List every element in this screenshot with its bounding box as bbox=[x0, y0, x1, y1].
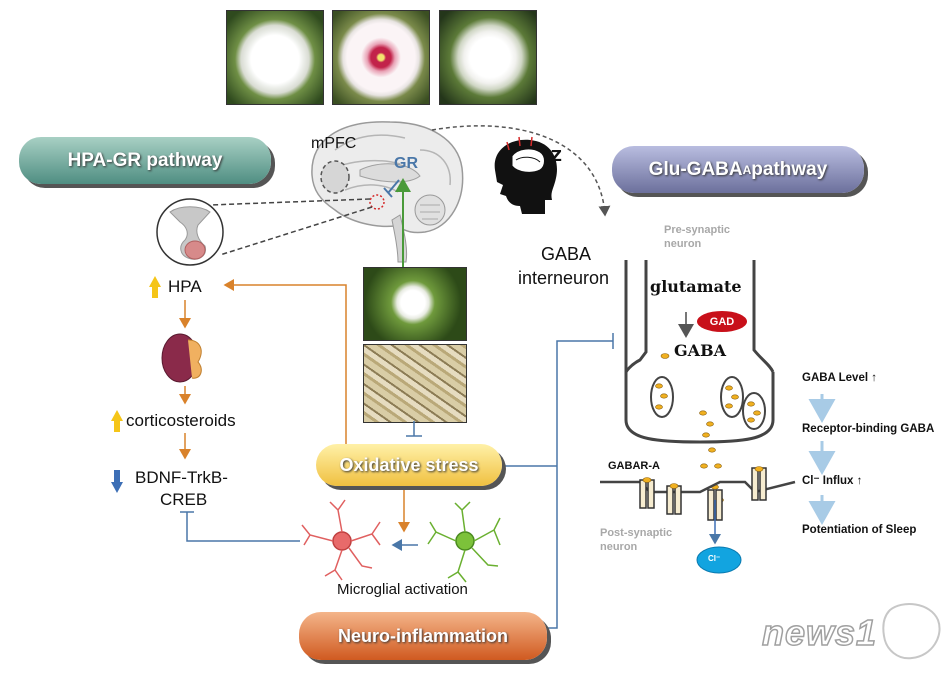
dashed-link-lower bbox=[219, 206, 373, 256]
news1-watermark: news1 bbox=[761, 611, 878, 654]
step-receptor-binding: Receptor-binding GABA bbox=[802, 423, 935, 435]
postsynaptic-label-1: Post-synaptic bbox=[600, 527, 673, 539]
microglial-activation-label: Microglial activation bbox=[337, 581, 468, 598]
presynaptic-wall-left bbox=[624, 260, 648, 378]
cl-ion-label: Cl⁻ bbox=[708, 554, 721, 563]
gad-label: GAD bbox=[709, 315, 735, 328]
hpa-gr-pathway-pill: HPA-GR pathway bbox=[19, 137, 271, 184]
hpa-up-arrow bbox=[149, 276, 161, 298]
oxidative-stress-pill: Oxidative stress bbox=[316, 444, 502, 486]
presynaptic-label-1: Pre-synaptic bbox=[664, 224, 731, 236]
dashed-link-upper bbox=[209, 198, 371, 206]
gabar-a-label: GABAR-A bbox=[608, 460, 660, 472]
corticosteroids-up-arrow bbox=[111, 410, 123, 432]
glu-gaba-label: Glu-GABA bbox=[648, 158, 743, 180]
mpfc-region bbox=[320, 160, 350, 194]
vesicle bbox=[742, 392, 766, 430]
step-gaba-level: GABA Level ↑ bbox=[802, 372, 877, 384]
gad-enzyme-badge: GAD bbox=[697, 311, 747, 332]
step-cl-influx: Cl⁻ Influx ↑ bbox=[802, 475, 863, 487]
gabar-a-receptors bbox=[639, 467, 767, 521]
brain-illustration bbox=[311, 121, 464, 263]
microglia-to-bdnf-line bbox=[186, 512, 300, 542]
hpa-label: HPA bbox=[168, 277, 202, 296]
news1-watermark-logo bbox=[882, 603, 941, 660]
step-potentiation-sleep: Potentiation of Sleep bbox=[802, 524, 917, 536]
corticosteroids-label: corticosteroids bbox=[126, 411, 236, 430]
gaba-label: GABA bbox=[674, 341, 727, 360]
inflammation-to-gaba-line bbox=[548, 466, 558, 629]
oxidative-to-hpa-arrow bbox=[223, 279, 347, 447]
gaba-molecules bbox=[655, 353, 761, 503]
activated-microglia bbox=[301, 499, 381, 581]
cl-ion bbox=[696, 546, 742, 574]
glutamate-label: glutamate bbox=[650, 277, 742, 296]
bdnf-label-line2: CREB bbox=[160, 490, 208, 509]
flower-photo-red-eye bbox=[332, 10, 430, 105]
postsynaptic-label-2: neuron bbox=[600, 541, 638, 553]
neuro-inflammation-pill: Neuro-inflammation bbox=[299, 612, 547, 660]
svg-text:z: z bbox=[545, 157, 553, 172]
svg-text:Z: Z bbox=[551, 147, 562, 165]
sleeping-head-icon: z Z bbox=[494, 136, 562, 214]
gaba-interneuron-label-2: interneuron bbox=[518, 268, 610, 288]
flower-photo-white bbox=[226, 10, 324, 105]
gaba-interneuron-label-1: GABA bbox=[541, 244, 592, 264]
glu-gaba-subscript: A bbox=[742, 162, 752, 177]
presynaptic-bouton bbox=[624, 372, 775, 444]
hypothalamus-marker bbox=[369, 194, 385, 210]
mpfc-label: mPFC bbox=[311, 135, 357, 152]
gr-label: GR bbox=[394, 155, 418, 172]
bdnf-down-arrow bbox=[111, 470, 123, 493]
resting-microglia bbox=[427, 501, 501, 583]
plant-photo bbox=[363, 267, 467, 341]
pathway-suffix: pathway bbox=[751, 158, 828, 180]
flower-photo-double-white bbox=[439, 10, 537, 105]
dashed-curve-arrow bbox=[431, 125, 611, 217]
presynaptic-wall-right bbox=[752, 260, 775, 373]
bdnf-label-line1: BDNF-TrkB- bbox=[135, 468, 228, 487]
oxidative-to-gaba-line bbox=[556, 340, 613, 466]
dried-root-photo bbox=[363, 344, 467, 423]
presynaptic-label-2: neuron bbox=[664, 238, 702, 250]
